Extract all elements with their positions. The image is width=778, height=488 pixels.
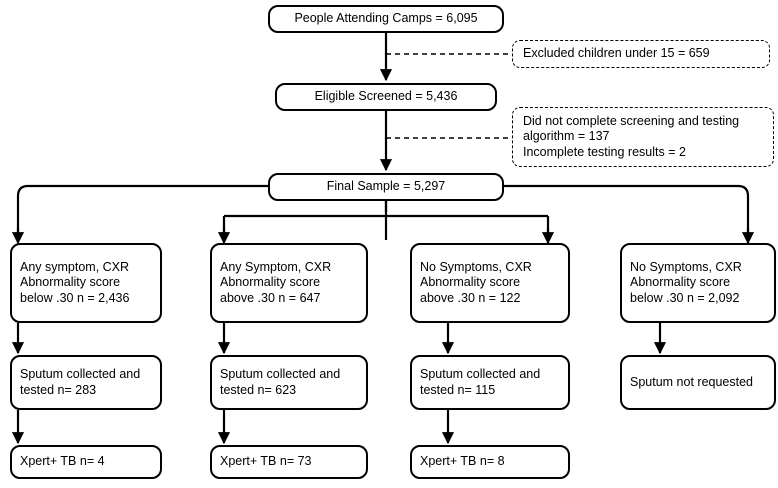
node-xpert-tb-73: Xpert+ TB n= 73 [210, 445, 368, 479]
node-did-not-complete: Did not complete screening and testing a… [512, 107, 774, 167]
node-group-no-symptoms-above-30: No Symptoms, CXR Abnormality score above… [410, 243, 570, 323]
node-excluded-children: Excluded children under 15 = 659 [512, 40, 770, 68]
node-group-any-symptom-above-30: Any Symptom, CXR Abnormality score above… [210, 243, 368, 323]
node-group-no-symptoms-below-30: No Symptoms, CXR Abnormality score below… [620, 243, 776, 323]
node-people-attending-camps: People Attending Camps = 6,095 [268, 5, 504, 33]
node-sputum-not-requested: Sputum not requested [620, 355, 776, 410]
node-xpert-tb-8: Xpert+ TB n= 8 [410, 445, 570, 479]
node-final-sample: Final Sample = 5,297 [268, 173, 504, 201]
node-sputum-collected-115: Sputum collected and tested n= 115 [410, 355, 570, 410]
node-sputum-collected-623: Sputum collected and tested n= 623 [210, 355, 368, 410]
node-eligible-screened: Eligible Screened = 5,436 [275, 83, 497, 111]
node-xpert-tb-4: Xpert+ TB n= 4 [10, 445, 162, 479]
node-group-any-symptom-below-30: Any symptom, CXR Abnormality score below… [10, 243, 162, 323]
node-sputum-collected-283: Sputum collected and tested n= 283 [10, 355, 162, 410]
